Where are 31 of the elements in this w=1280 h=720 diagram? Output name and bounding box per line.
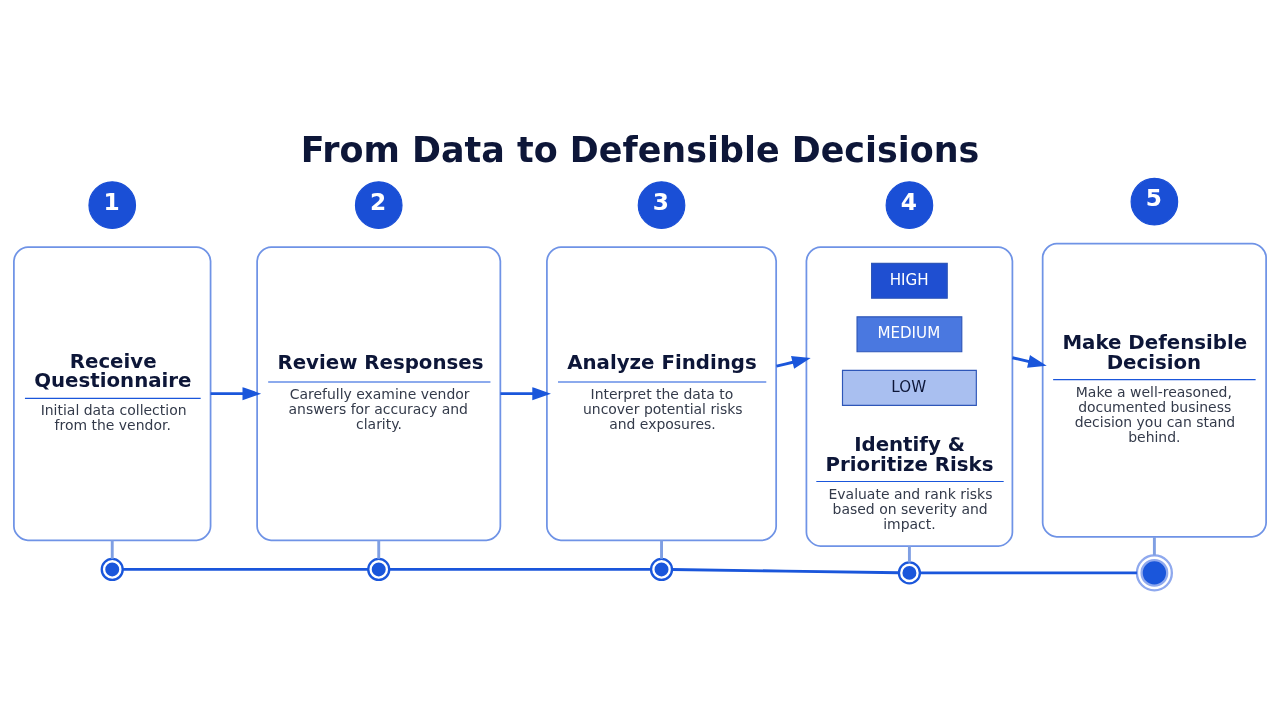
arrow [500,386,551,400]
node-circle [897,560,922,585]
connector [660,539,663,559]
arrow [776,355,811,369]
node-circle: 5 [1130,177,1179,225]
node-box: Make Defensible Decision Make a well-reasoned, documented business decision you can stand behind. [1041,242,1267,538]
connector [377,539,381,559]
node-circle [649,557,674,581]
connector [110,539,114,559]
connector [907,545,911,562]
connector [122,567,368,571]
arrow [210,386,262,400]
node-box: Analyze Findings Interpret the data to uncover potential risks and exposures. [546,245,778,541]
node-circle: 4 [885,180,934,229]
node-circle: 2 [354,180,403,229]
node-box: Receive Questionnaire Initial data collection from the vendor. [13,245,212,541]
node-circle: 3 [637,180,686,229]
node-circle [100,557,124,581]
node-box: MEDIUM [856,315,963,352]
diagram-title: From Data to Defensible Decisions [300,129,980,170]
node-circle [367,557,391,581]
connector [1152,536,1156,555]
node-circle [1135,553,1173,591]
connector [672,567,899,574]
arrow [1012,354,1047,368]
connector [389,567,651,571]
connector [920,570,1137,574]
node-circle: 1 [88,180,137,229]
node-box: LOW [841,369,977,406]
node-box: Review Responses Carefully examine vendor answers for accuracy and clarity. [256,245,502,541]
node-box: HIGH [871,262,948,299]
